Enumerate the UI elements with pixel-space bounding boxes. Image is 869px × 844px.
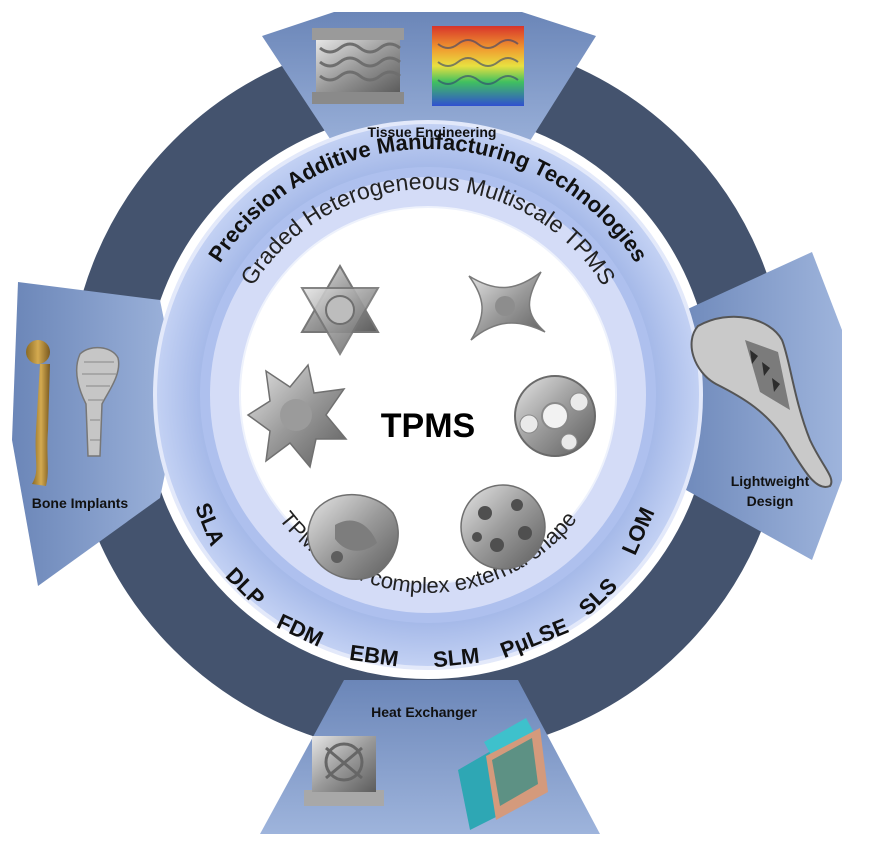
- tpms-structure-6: [460, 484, 546, 570]
- tech-slm: SLM: [432, 643, 481, 673]
- lightweight-label-line1: Lightweight: [731, 473, 810, 489]
- tpms-structure-3: [246, 363, 348, 469]
- tech-ebm: EBM: [348, 640, 400, 672]
- tissue-scaffold-image: [312, 28, 404, 104]
- bone-lattice-implant-image: [75, 346, 120, 457]
- tpms-structure-2: [468, 271, 546, 341]
- heat-exchanger-lattice-image: [304, 736, 384, 806]
- tissue-simulation-image: [432, 26, 524, 106]
- bone-femur-image: [26, 340, 50, 486]
- center-label: TPMS: [381, 407, 475, 445]
- tissue-engineering-label: Tissue Engineering: [368, 124, 497, 140]
- heat-exchanger-block-image: [458, 718, 548, 830]
- lightweight-label-line2: Design: [747, 493, 794, 509]
- tpms-structure-5: [307, 494, 399, 580]
- lightweight-saddle-image: [690, 315, 833, 488]
- heat-exchanger-label: Heat Exchanger: [371, 704, 477, 720]
- tpms-structure-4: [514, 375, 596, 457]
- tpms-structure-1: [300, 263, 380, 357]
- bone-implants-label: Bone Implants: [32, 495, 129, 511]
